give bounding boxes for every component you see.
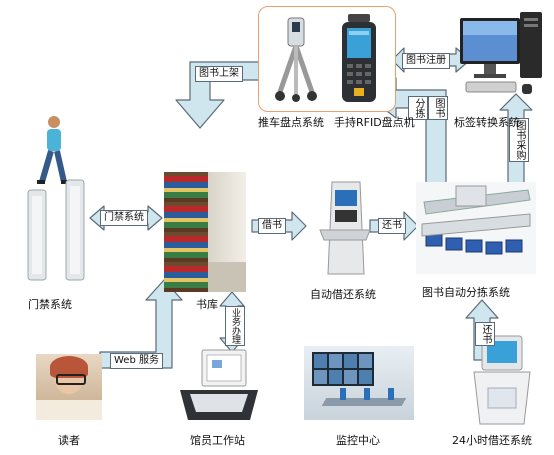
label-return: 还书 <box>378 218 406 234</box>
node-monitoring-center: 监控中心 <box>336 434 380 447</box>
label-borrow: 借书 <box>258 218 286 234</box>
return-24h-image <box>473 335 531 425</box>
auto-sorting-image <box>416 182 536 274</box>
label-access-system: 门禁系统 <box>100 210 148 226</box>
access-gate-image <box>27 179 85 281</box>
node-self-checkout: 自动借还系统 <box>310 288 376 301</box>
node-cart-inventory: 推车盘点系统 <box>258 116 324 129</box>
label-registration: 图书注册 <box>402 53 450 69</box>
reader-image <box>36 354 102 420</box>
walking-person-image <box>37 116 69 184</box>
label-shelving: 图书上架 <box>195 66 243 82</box>
cart-inventory-image <box>275 17 317 102</box>
node-reader: 读者 <box>58 434 80 447</box>
monitoring-center-image <box>304 346 414 420</box>
staff-workstation-image <box>180 349 258 420</box>
node-label-conversion: 标签转换系统 <box>454 116 520 129</box>
label-sorting: 分拣 <box>408 96 428 120</box>
node-stacks: 书库 <box>196 298 218 311</box>
node-access-gate: 门禁系统 <box>28 298 72 311</box>
book-stacks-image <box>164 172 246 292</box>
label-books: 图书 <box>428 96 448 120</box>
label-business: 业务办理 <box>225 306 245 346</box>
label-return-24h: 还书 <box>475 322 495 346</box>
handheld-rfid-image <box>342 14 376 102</box>
label-purchase: 图书采购 <box>509 118 529 162</box>
self-checkout-image <box>319 181 371 275</box>
label-web-service: Web 服务 <box>110 353 163 369</box>
node-auto-sorting: 图书自动分拣系统 <box>422 286 510 299</box>
node-return-24h: 24小时借还系统 <box>452 434 532 447</box>
label-conversion-image <box>460 12 542 94</box>
node-handheld-rfid: 手持RFID盘点机 <box>334 116 415 129</box>
node-staff-workstation: 馆员工作站 <box>190 434 245 447</box>
